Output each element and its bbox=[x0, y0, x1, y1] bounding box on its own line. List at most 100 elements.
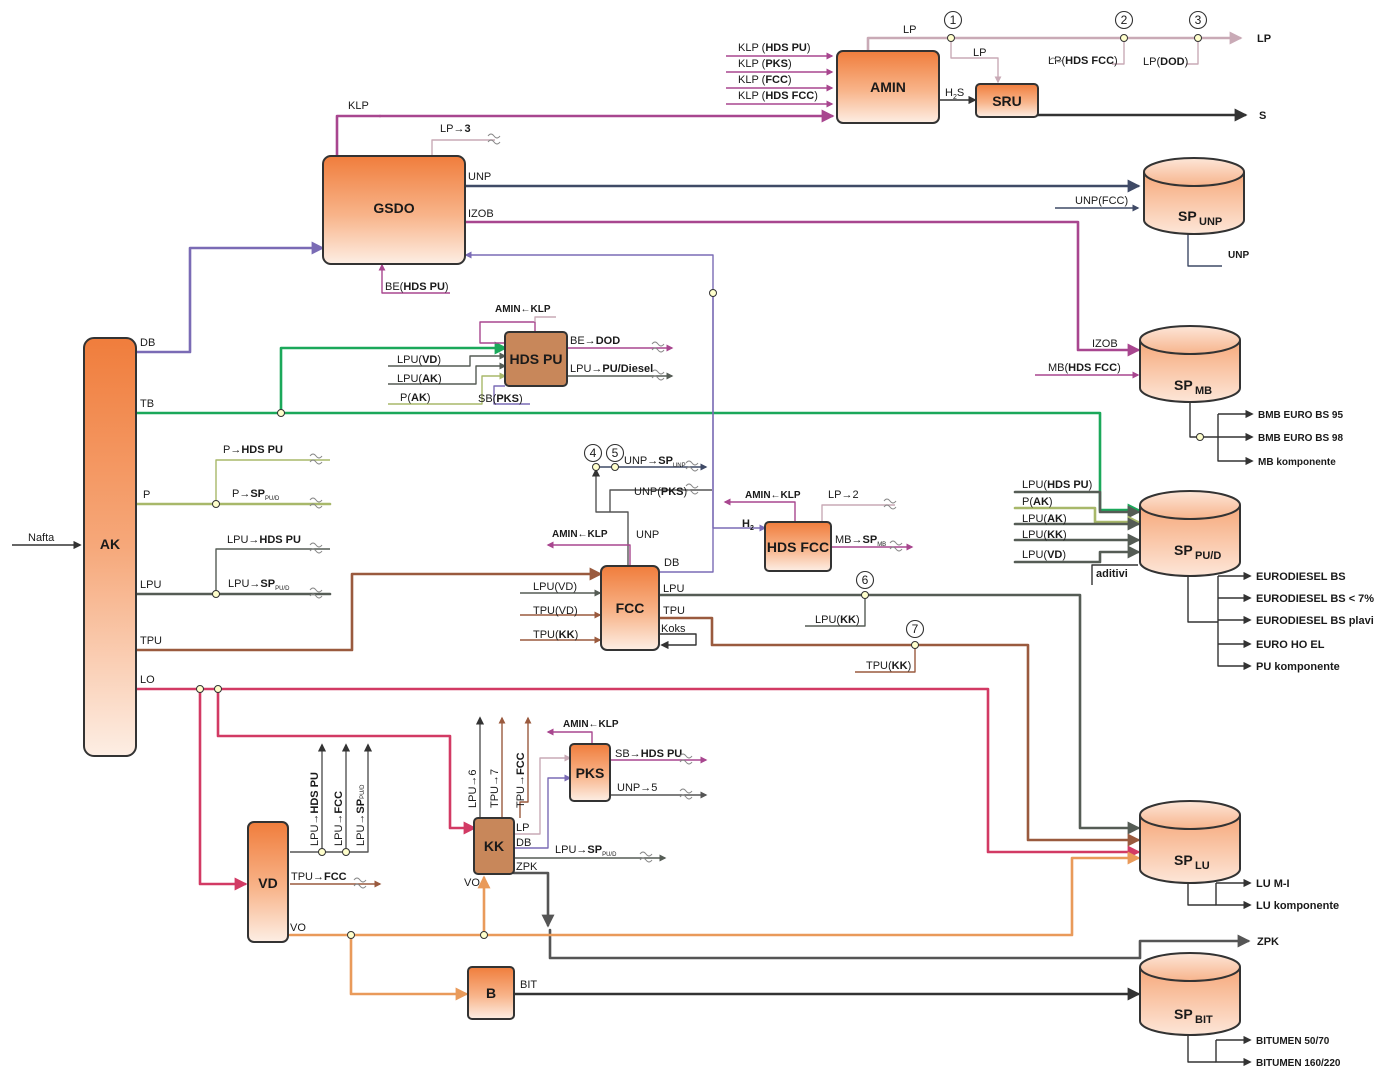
tank-sp-unp-label: SP bbox=[1178, 208, 1197, 224]
label-lpu-ak: LPU(AK) bbox=[397, 373, 442, 385]
label-p-ak: P(AK) bbox=[400, 392, 431, 404]
unp-out-line bbox=[1187, 234, 1222, 267]
label-unp-fcc: UNP(FCC) bbox=[1075, 195, 1128, 207]
break-mark bbox=[487, 133, 501, 145]
break-mark bbox=[309, 542, 323, 554]
hdsfcc-amin-line bbox=[723, 498, 796, 522]
fcc-lpu-line bbox=[658, 593, 1141, 835]
label-h2: H2 bbox=[742, 518, 754, 532]
break-mark bbox=[685, 460, 699, 472]
product-pud-3: EURODIESEL BS plavi bbox=[1256, 615, 1374, 627]
label-vd-v1: LPU→HDS PU bbox=[309, 772, 321, 846]
pud-in-5 bbox=[1013, 545, 1141, 564]
junction-dot bbox=[196, 685, 204, 693]
marker-7 bbox=[905, 619, 925, 639]
product-pud-4: EURO HO EL bbox=[1256, 639, 1325, 651]
break-mark bbox=[309, 497, 323, 509]
break-mark bbox=[679, 788, 693, 800]
tank-sp-bit: SP BIT bbox=[1139, 952, 1241, 1036]
label-lp-dod: LP(DOD) bbox=[1143, 56, 1188, 68]
unit-vd bbox=[247, 821, 289, 943]
tb-hdspu-line bbox=[279, 341, 508, 415]
label-p-sp: P→SPPU/D bbox=[232, 488, 280, 502]
junction-dot bbox=[318, 848, 326, 856]
tpu-line bbox=[134, 567, 603, 652]
unit-b bbox=[467, 966, 515, 1020]
label-gsdo-izob: IZOB bbox=[468, 208, 494, 220]
tank-sp-lu-sub: LU bbox=[1195, 860, 1210, 872]
fcc-tpu-line bbox=[658, 616, 1141, 847]
tb-line bbox=[134, 411, 1141, 517]
units: AK GSDO AMIN SRU HDS PU FCC HDS FCC PKS … bbox=[83, 50, 1039, 1020]
unit-pks bbox=[569, 743, 611, 802]
tpu-kk-line bbox=[855, 645, 916, 673]
tank-sp-unp-sub: UNP bbox=[1199, 216, 1222, 228]
label-pud-in4: LPU(KK) bbox=[1022, 529, 1067, 541]
label-ak-lo: LO bbox=[140, 674, 155, 686]
label-pks-sb: SB→HDS PU bbox=[615, 748, 682, 760]
label-kk-lp: LP bbox=[516, 822, 529, 834]
tanks: SP UNP SP MB SP PU/D SP LU SP bbox=[1139, 157, 1245, 1036]
label-lp-to-2: LP→2 bbox=[828, 489, 859, 501]
break-mark bbox=[651, 369, 665, 381]
junction-dot bbox=[212, 590, 220, 598]
label-unp-pks: UNP(PKS) bbox=[634, 486, 687, 498]
unit-sru bbox=[975, 83, 1039, 118]
markers: 1 2 3 4 5 6 7 bbox=[583, 10, 1208, 639]
label-lp-to-3: LP→3 bbox=[440, 123, 471, 135]
p-hdspu-line bbox=[215, 459, 330, 504]
tank-sp-unp: SP UNP bbox=[1143, 157, 1245, 235]
unit-b-label: B bbox=[486, 985, 496, 1001]
lpu-kk-line bbox=[805, 595, 866, 627]
junction-dot bbox=[277, 409, 285, 417]
label-ak-tpu: TPU bbox=[140, 635, 162, 647]
flow-labels: Nafta DB TB P LPU TPU LO KLP LP→3 UNP IZ… bbox=[28, 24, 1279, 991]
product-labels: BMB EURO BS 95 BMB EURO BS 98 MB kompone… bbox=[1256, 410, 1374, 1069]
product-pud-2: EURODIESEL BS < 7% bbox=[1256, 593, 1374, 605]
label-aditivi: aditivi bbox=[1096, 568, 1128, 580]
unit-pks-label: PKS bbox=[576, 765, 605, 781]
kk-lp-line bbox=[514, 754, 572, 835]
pud-in-1 bbox=[1013, 490, 1141, 519]
label-pud-in5: LPU(VD) bbox=[1022, 549, 1066, 561]
label-lpu-hdspu: LPU→HDS PU bbox=[227, 534, 301, 546]
junction-dot bbox=[214, 685, 222, 693]
junction-dot bbox=[480, 931, 488, 939]
junction-dot bbox=[1120, 34, 1128, 42]
unit-kk-label: KK bbox=[484, 838, 504, 854]
hdspu-in-sbpks bbox=[493, 385, 530, 405]
db-line bbox=[134, 241, 325, 354]
hdspu-amin-loop bbox=[479, 321, 536, 344]
label-fcc-tpu-kk: TPU(KK) bbox=[533, 629, 578, 641]
label-nafta: Nafta bbox=[28, 532, 55, 544]
label-kk-tpu7: TPU→7 bbox=[489, 769, 501, 808]
label-tpu-kk: TPU(KK) bbox=[866, 660, 911, 672]
mb-out-3 bbox=[1217, 414, 1254, 466]
unit-fcc-label: FCC bbox=[616, 600, 645, 616]
unit-vd-label: VD bbox=[258, 875, 277, 891]
lp3-line bbox=[431, 139, 495, 155]
marker-1-label: 1 bbox=[950, 13, 957, 27]
tank-sp-pud-label: SP bbox=[1174, 542, 1193, 558]
fcc-amin-line bbox=[546, 541, 631, 566]
label-kk-db: DB bbox=[516, 837, 531, 849]
bit-out-stem bbox=[1187, 1033, 1216, 1063]
vd-v3 bbox=[346, 743, 373, 853]
label-ak-tb: TB bbox=[140, 398, 154, 410]
label-amin-in3: KLP (FCC) bbox=[738, 74, 792, 86]
unit-kk bbox=[473, 817, 515, 875]
label-gsdo-unp: UNP bbox=[468, 171, 491, 183]
label-kk-lpu6: LPU→6 bbox=[467, 769, 479, 808]
junction-dot bbox=[212, 500, 220, 508]
junction-dot bbox=[861, 591, 869, 599]
junction-dot bbox=[947, 34, 955, 42]
label-vd-v3: LPU→SPPU/D bbox=[355, 784, 367, 846]
klp-gsdo-line bbox=[335, 114, 382, 157]
label-izob-mb: IZOB bbox=[1092, 338, 1118, 350]
break-markers bbox=[309, 57, 1063, 889]
product-mb-1: BMB EURO BS 95 bbox=[1258, 410, 1343, 421]
product-bit-2: BITUMEN 160/220 bbox=[1256, 1058, 1341, 1069]
lp-hdsfcc-line bbox=[1112, 38, 1125, 65]
kk-zpk-down bbox=[512, 871, 555, 928]
